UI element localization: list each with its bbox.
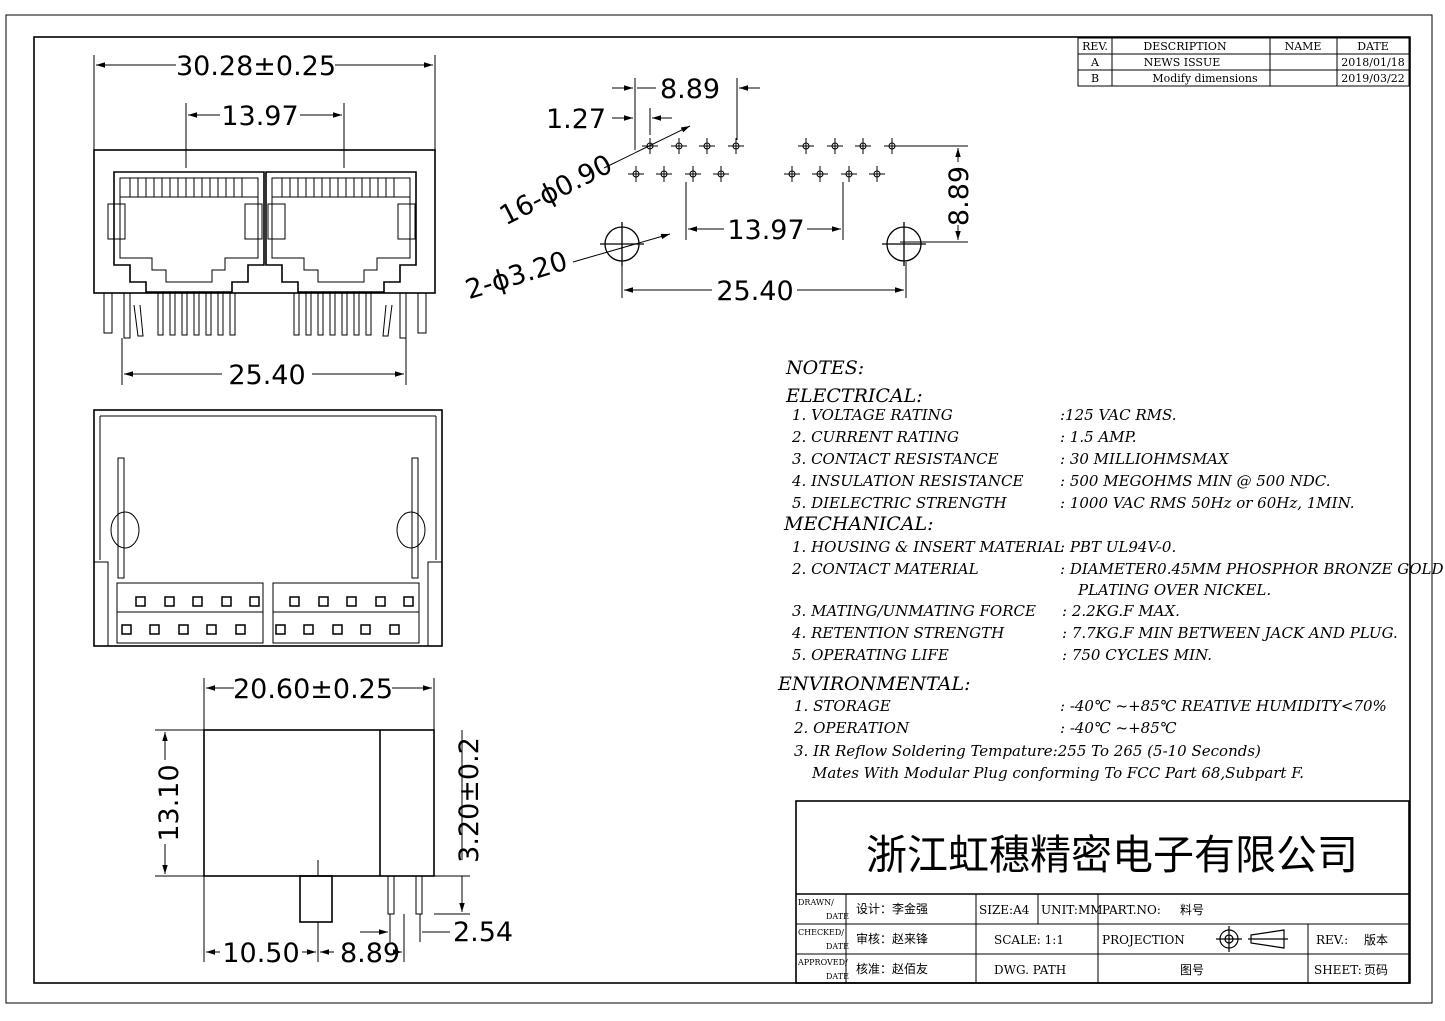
dwg-path: DWG. PATH (994, 963, 1066, 977)
dim-pin-holes: 16-ϕ0.90 (495, 149, 618, 232)
designer: 设计：李金强 (856, 901, 928, 916)
drawn-label: DRAWN/ (798, 898, 834, 907)
mech-5-value: : 750 CYCLES MIN. (1062, 646, 1212, 664)
elec-3-value: : 30 MILLIOHMSMAX (1060, 450, 1230, 468)
front-view: 30.28±0.25 13.97 (93, 51, 436, 391)
rev-value: 版本 (1364, 933, 1388, 947)
dim-pin-length: 3.20±0.2 (454, 737, 485, 863)
dim-port-pitch: 13.97 (221, 101, 298, 132)
revision-table: REV. DESCRIPTION NAME DATE A NEWS ISSUE … (1077, 37, 1410, 87)
scale: SCALE: 1:1 (994, 933, 1064, 947)
mech-4-label: 4. RETENTION STRENGTH (791, 624, 1005, 642)
outer-frame (5, 14, 1433, 1004)
part-no-label: PART.NO: (1102, 903, 1161, 917)
company-name: 浙江虹穗精密电子有限公司 (866, 831, 1358, 879)
elec-1-value: :125 VAC RMS. (1060, 406, 1177, 424)
rev-b-date: 2019/03/22 (1341, 72, 1404, 85)
dim-pin-spacing: 2.54 (453, 917, 513, 948)
mech-5-label: 5. OPERATING LIFE (792, 646, 949, 664)
mech-1-value: : PBT UL94V-0. (1060, 538, 1176, 556)
dim-post-to-pin: 8.89 (340, 938, 400, 969)
env-4: Mates With Modular Plug conforming To FC… (811, 764, 1304, 782)
date-header: DATE (1357, 40, 1389, 53)
dim-pin-offset: 1.27 (546, 104, 606, 135)
notes-title: NOTES: (785, 357, 864, 379)
drawing-no: 图号 (1180, 963, 1204, 977)
elec-2-label: 2. CURRENT RATING (791, 428, 959, 446)
dim-mount-hole-span: 25.40 (716, 276, 793, 307)
description-header: DESCRIPTION (1143, 40, 1227, 53)
env-2-label: 2. OPERATION (793, 719, 910, 737)
sheet-border (33, 36, 1411, 984)
mech-1-label: 1. HOUSING & INSERT MATERIAL (792, 538, 1064, 556)
rev-header: REV. (1082, 40, 1108, 53)
env-2-value: : -40℃ ~+85℃ (1060, 719, 1177, 737)
dim-mount-holes: 2-ϕ3.20 (462, 246, 571, 306)
mech-3-value: : 2.2KG.F MAX. (1062, 602, 1180, 620)
elec-3-label: 3. CONTACT RESISTANCE (792, 450, 999, 468)
electrical-heading: ELECTRICAL: (785, 385, 923, 407)
part-no-value: 料号 (1180, 903, 1204, 917)
size: SIZE:A4 (979, 903, 1030, 917)
elec-2-value: : 1.5 AMP. (1060, 428, 1136, 446)
projection-label: PROJECTION (1102, 933, 1185, 947)
reviewer: 审核：赵来锋 (856, 931, 928, 946)
notes-block: NOTES: ELECTRICAL: 1. VOLTAGE RATING :12… (777, 357, 1443, 782)
elec-4-label: 4. INSULATION RESISTANCE (791, 472, 1023, 490)
dim-post-offset: 10.50 (222, 938, 299, 969)
approved-label: APPROVED/ (797, 958, 848, 967)
elec-4-value: : 500 MEGOHMS MIN @ 500 NDC. (1060, 472, 1331, 490)
environmental-heading: ENVIRONMENTAL: (777, 673, 971, 695)
rev-a-description: NEWS ISSUE (1144, 56, 1221, 69)
approver: 核准：赵佰友 (856, 962, 928, 976)
dim-pin-row-pitch: 13.97 (727, 215, 804, 246)
rev-a: A (1090, 56, 1100, 69)
unit: UNIT:MM. (1041, 903, 1106, 917)
elec-5-value: : 1000 VAC RMS 50Hz or 60Hz, 1MIN. (1060, 494, 1355, 512)
elec-5-label: 5. DIELECTRIC STRENGTH (792, 494, 1007, 512)
env-1-value: : -40℃ ~+85℃ REATIVE HUMIDITY<70% (1060, 697, 1387, 715)
dim-pin-row-height: 8.89 (944, 166, 975, 226)
mech-2-label: 2. CONTACT MATERIAL (791, 560, 979, 578)
env-3: 3. IR Reflow Soldering Tempature:255 To … (794, 742, 1261, 760)
checked-label: CHECKED/ (798, 928, 844, 937)
dim-side-height: 13.10 (154, 764, 185, 841)
bottom-view (93, 409, 443, 647)
dim-pin-pitch-x: 8.89 (660, 74, 720, 105)
projection-symbol-icon (1216, 926, 1288, 952)
name-header: NAME (1285, 40, 1322, 53)
approved-date-label: DATE (826, 972, 849, 981)
sheet-value: 页码 (1364, 963, 1388, 977)
sheet-label: SHEET: (1314, 963, 1362, 977)
dim-front-pin-span: 25.40 (228, 360, 305, 391)
mech-2-continued: PLATING OVER NICKEL. (1077, 581, 1271, 599)
title-block: 浙江虹穗精密电子有限公司 DRAWN/ DATE CHECKED/ DATE A… (795, 800, 1410, 984)
side-view: 20.60±0.25 13.10 3.20±0.2 2.54 10. (154, 674, 513, 969)
rev-label: REV.: (1316, 933, 1348, 947)
mech-2-value: : DIAMETER0.45MM PHOSPHOR BRONZE GOLD (1060, 560, 1443, 578)
mechanical-heading: MECHANICAL: (783, 513, 934, 535)
env-1-label: 1. STORAGE (794, 697, 891, 715)
mech-3-label: 3. MATING/UNMATING FORCE (792, 602, 1036, 620)
checked-date-label: DATE (826, 942, 849, 951)
rev-a-date: 2018/01/18 (1341, 56, 1404, 69)
elec-1-label: 1. VOLTAGE RATING (792, 406, 953, 424)
dim-side-depth: 20.60±0.25 (233, 674, 393, 705)
rev-b: B (1091, 72, 1099, 85)
mech-4-value: : 7.7KG.F MIN BETWEEN JACK AND PLUG. (1062, 624, 1398, 642)
rev-b-description: Modify dimensions (1152, 72, 1258, 85)
dim-front-width: 30.28±0.25 (176, 51, 336, 82)
pcb-layout-view: 8.89 1.27 16-ϕ0.90 (462, 74, 975, 307)
drawn-date-label: DATE (826, 912, 849, 921)
